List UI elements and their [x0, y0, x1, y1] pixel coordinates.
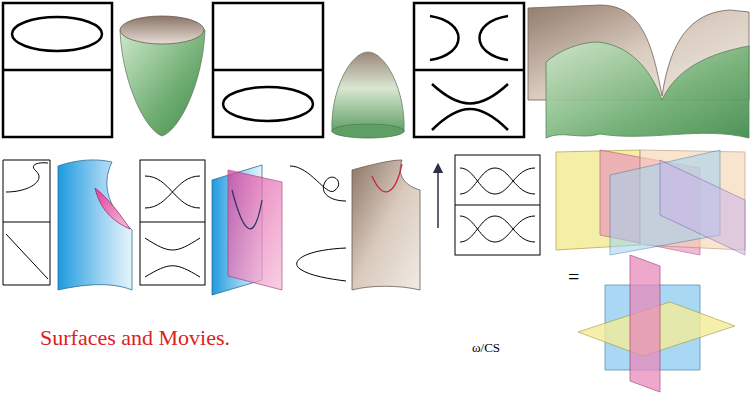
movie-frame-loop — [290, 166, 346, 281]
movie-frame-loop — [290, 166, 346, 201]
cusp-surface — [352, 160, 420, 290]
cup-surface — [120, 30, 205, 136]
movie-frame-fold — [3, 160, 50, 285]
crossing-surfaces — [228, 170, 282, 290]
crossing-surfaces — [232, 190, 262, 229]
movie-frame-death — [213, 3, 323, 137]
movie-frame-fold — [6, 163, 48, 192]
triple-point-sheets — [660, 160, 745, 255]
movie-frame-saddle — [430, 16, 459, 60]
movie-frame-birth — [3, 3, 112, 137]
equals-sign: = — [568, 266, 579, 288]
crossing-surfaces — [212, 165, 282, 295]
movie-frame-braid — [455, 155, 540, 255]
movie-frame-birth — [12, 17, 102, 51]
movie-frame-death — [223, 87, 313, 121]
movie-frame-braid — [455, 205, 540, 206]
movie-frame-fold — [3, 160, 50, 161]
movie-frame-crossing — [145, 176, 200, 208]
time-arrow — [437, 168, 439, 228]
movie-frame-crossing — [140, 160, 205, 285]
movie-frame-braid — [455, 155, 540, 255]
fold-surface — [58, 160, 132, 290]
movie-frame-saddle — [432, 84, 508, 104]
formula-label: ω/CS — [472, 341, 500, 355]
movie-frame-braid — [460, 216, 535, 242]
cap-surface — [332, 52, 404, 138]
fold-surface — [95, 188, 130, 229]
movie-frame-death — [213, 69, 323, 72]
cup-surface — [120, 16, 205, 136]
cusp-surface — [372, 164, 402, 192]
cap-surface — [332, 124, 404, 138]
cap-surface — [332, 52, 404, 132]
movie-frame-crossing — [145, 266, 200, 277]
triple-point-sheets — [556, 150, 745, 255]
cusp-surface — [352, 160, 420, 290]
movie-frame-birth — [3, 3, 112, 137]
movie-frame-fold — [6, 234, 48, 279]
movie-frame-loop — [297, 248, 346, 281]
movie-frame-braid — [460, 216, 535, 242]
movie-frame-birth — [3, 69, 112, 72]
movie-frame-braid — [460, 168, 535, 194]
cup-surface — [120, 16, 204, 44]
movie-frame-fold — [3, 222, 50, 223]
saddle-surface — [528, 5, 749, 138]
movie-frame-crossing — [145, 238, 200, 250]
fold-surface — [58, 160, 132, 290]
movie-frame-death — [213, 3, 323, 137]
movie-frame-fold — [3, 285, 50, 286]
movie-frame-saddle — [414, 69, 524, 72]
movie-frame-saddle — [414, 3, 524, 137]
movie-frame-crossing — [140, 160, 205, 285]
movie-frame-saddle — [480, 16, 509, 60]
saddle-surface — [546, 42, 749, 138]
triple-point-planes — [578, 255, 735, 392]
triple-point-planes — [630, 255, 660, 392]
caption: Surfaces and Movies. — [40, 326, 230, 350]
movie-frame-saddle — [414, 3, 524, 137]
movie-frame-fold — [3, 160, 4, 285]
movie-frame-saddle — [432, 109, 508, 130]
time-arrow — [438, 168, 439, 228]
movie-frame-braid — [460, 168, 535, 194]
movie-frame-crossing — [140, 222, 205, 223]
movie-frame-crossing — [145, 176, 200, 208]
movie-frame-fold — [50, 160, 51, 285]
